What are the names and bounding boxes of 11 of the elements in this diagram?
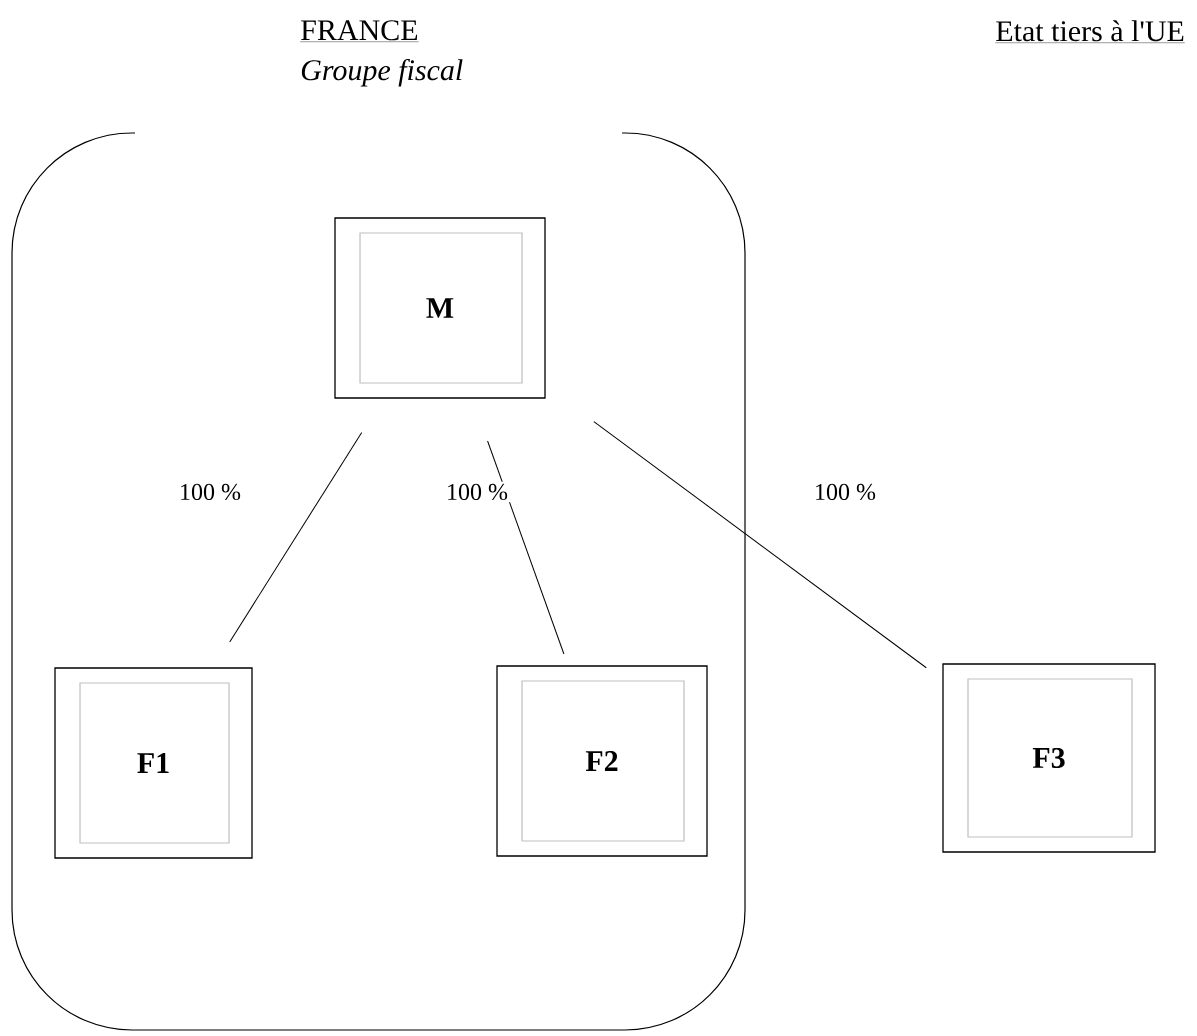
edge-label: 100 % — [444, 481, 510, 503]
entity-box: F3 — [942, 663, 1156, 853]
region-heading: Etat tiers à l'UE — [995, 20, 1185, 43]
entity-box: F1 — [54, 667, 253, 859]
connector-line — [487, 440, 565, 655]
connector-line — [229, 432, 363, 643]
entity-box: M — [334, 217, 546, 399]
edge-label: 100 % — [812, 481, 878, 503]
edge-label: 100 % — [177, 481, 243, 503]
entity-box: F2 — [496, 665, 708, 857]
connector-line — [593, 421, 927, 669]
